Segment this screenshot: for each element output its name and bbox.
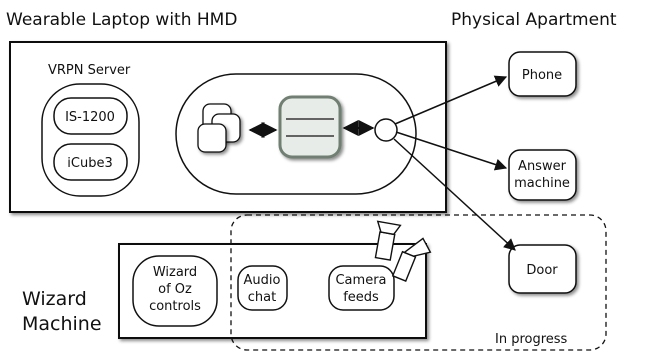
wizard-controls-line1: Wizard <box>153 265 197 280</box>
tracker-icube3-label: iCube3 <box>67 156 112 171</box>
output-circle <box>374 118 398 142</box>
vrpn-server-label: VRPN Server <box>48 63 131 78</box>
camera-feeds <box>328 265 395 311</box>
client-square-front <box>197 123 227 153</box>
camera-icon <box>374 220 402 261</box>
wizard-controls-line3: controls <box>149 299 201 314</box>
center-hub <box>278 95 342 159</box>
apartment-title: Physical Apartment <box>451 10 617 30</box>
wizard-title-line2: Machine <box>22 313 102 335</box>
answer-machine-label-line1: Answer <box>518 159 567 174</box>
in-progress-region <box>230 214 607 351</box>
wizard-controls-line2: of Oz <box>158 282 192 297</box>
audio-chat-line2: chat <box>248 290 276 305</box>
answer-machine-label-line2: machine <box>514 176 570 191</box>
laptop-title: Wearable Laptop with HMD <box>6 10 237 30</box>
camera-icon-secondary <box>391 237 432 282</box>
tracker-is1200-label: IS-1200 <box>65 110 115 125</box>
tracker-is1200 <box>53 97 128 135</box>
answer-machine-device <box>508 149 577 201</box>
camera-feeds-line2: feeds <box>343 290 379 305</box>
wizard-of-oz-controls <box>132 255 218 327</box>
client-stack <box>197 103 241 153</box>
arrow-to-answer-machine <box>395 131 508 171</box>
audio-chat <box>237 265 288 311</box>
phone-device <box>508 51 577 97</box>
arrow-to-door <box>393 138 516 251</box>
tracker-icube3 <box>53 143 128 181</box>
door-device <box>508 244 577 294</box>
door-label: Door <box>526 263 558 278</box>
audio-chat-line1: Audio <box>244 273 281 288</box>
in-progress-label: In progress <box>495 332 568 347</box>
phone-label: Phone <box>522 68 562 83</box>
wizard-title-line1: Wizard <box>22 288 87 310</box>
camera-feeds-line1: Camera <box>335 273 386 288</box>
arrow-to-phone <box>394 75 508 125</box>
